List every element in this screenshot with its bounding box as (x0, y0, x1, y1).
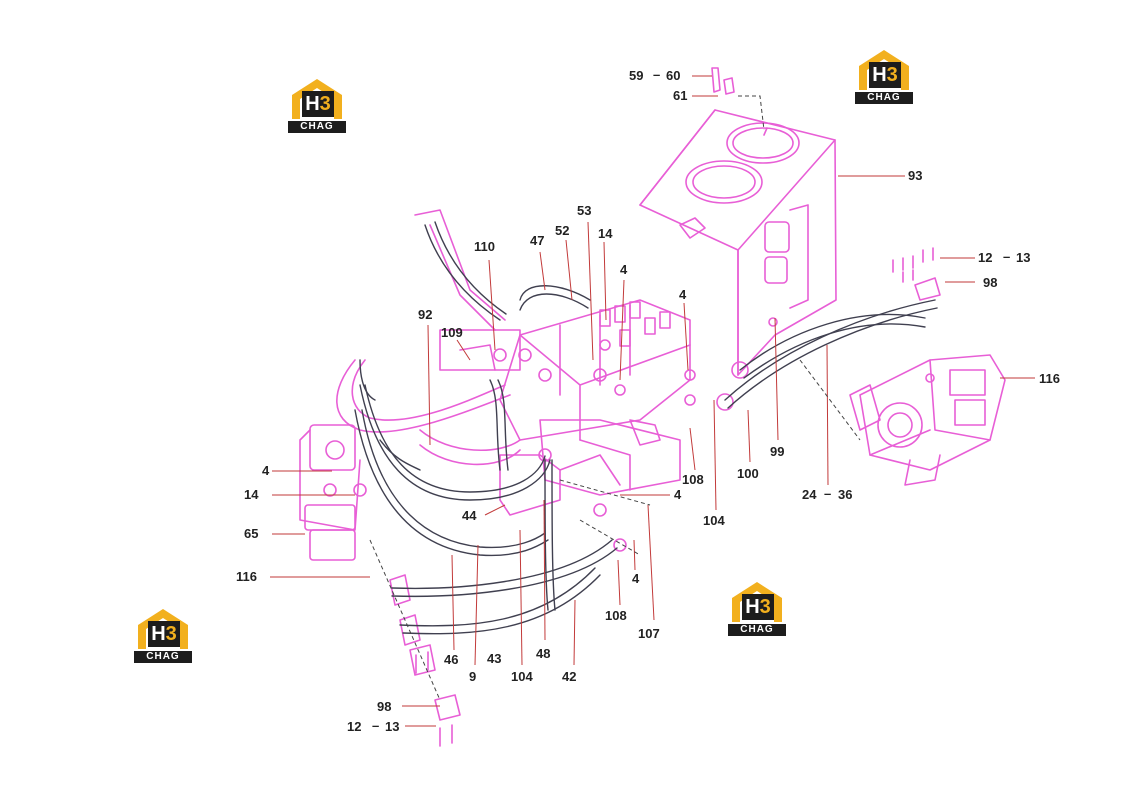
hydraulic-tank (639, 109, 837, 376)
left-pump (299, 424, 361, 561)
brand-logo: H3 CHAG (726, 580, 788, 636)
hose-100 (724, 299, 936, 401)
hose-44 (489, 379, 501, 471)
brand-name: CHAG (288, 121, 346, 133)
brand-name: CHAG (134, 651, 192, 663)
callout-4: 4 (679, 287, 687, 302)
callout-43: 43 (487, 651, 502, 666)
house-roof-icon (732, 582, 782, 622)
callout-108: 108 (605, 608, 627, 623)
callout-46: 46 (444, 652, 459, 667)
hose-47 (519, 285, 591, 301)
callout-60: 60 (666, 68, 681, 83)
callout-13: 13 (385, 719, 400, 734)
callout-48: 48 (536, 646, 551, 661)
callout-99: 99 (770, 444, 785, 459)
callout-53: 53 (577, 203, 592, 218)
brand-name: CHAG (728, 624, 786, 636)
brand-logo: H3 CHAG (132, 607, 194, 663)
callout-12: 12 (978, 250, 993, 265)
pressure-switch (711, 67, 735, 95)
range-dash: – (653, 67, 661, 82)
callout-14: 14 (244, 487, 259, 502)
pipe-loop (336, 359, 521, 466)
callout-98: 98 (377, 699, 392, 714)
callout-107: 107 (638, 626, 660, 641)
house-roof-icon (138, 609, 188, 649)
callout-4: 4 (620, 262, 628, 277)
brand-mark: H3 (869, 62, 901, 88)
callout-110: 110 (474, 239, 495, 254)
callout-36: 36 (838, 487, 853, 502)
callout-92: 92 (418, 307, 433, 322)
callout-4: 4 (674, 487, 682, 502)
callout-116: 116 (236, 569, 257, 584)
range-dash: – (824, 486, 832, 501)
flange-bolts-right (892, 247, 941, 301)
hose-92 (359, 384, 551, 501)
callout-13: 13 (1016, 250, 1031, 265)
callout-61: 61 (673, 88, 688, 103)
callout-4: 4 (632, 571, 640, 586)
brand-name: CHAG (855, 92, 913, 104)
fittings (353, 339, 749, 552)
callout-116: 116 (1039, 371, 1060, 386)
callout-42: 42 (562, 669, 577, 684)
hose-48 (544, 459, 549, 611)
callout-52: 52 (555, 223, 570, 238)
callout-109: 109 (441, 325, 463, 340)
hose-43 (391, 539, 613, 590)
callout-98: 98 (983, 275, 998, 290)
hose-99 (739, 313, 926, 371)
callout-9: 9 (469, 669, 477, 684)
brand-mark: H3 (742, 594, 774, 620)
house-roof-icon (292, 79, 342, 119)
control-valve (499, 299, 691, 496)
hose-42 (399, 567, 596, 627)
brand-mark: H3 (302, 91, 334, 117)
callout-47: 47 (530, 233, 545, 248)
house-roof-icon (859, 50, 909, 90)
brand-logo: H3 CHAG (286, 77, 348, 133)
callout-59: 59 (629, 68, 644, 83)
callout-104: 104 (511, 669, 533, 684)
callout-93: 93 (908, 168, 923, 183)
hose-46 (354, 409, 549, 557)
callout-14: 14 (598, 226, 613, 241)
callout-44: 44 (462, 508, 477, 523)
callout-104: 104 (703, 513, 725, 528)
callout-4: 4 (262, 463, 270, 478)
range-dash: – (1003, 249, 1011, 264)
callout-12: 12 (347, 719, 362, 734)
callout-65: 65 (244, 526, 259, 541)
callout-24: 24 (802, 487, 817, 502)
callout-100: 100 (737, 466, 759, 481)
brand-mark: H3 (148, 621, 180, 647)
right-pump (849, 354, 1006, 486)
callout-108: 108 (682, 472, 704, 487)
brand-logo: H3 CHAG (853, 48, 915, 104)
range-dash: – (372, 718, 380, 733)
